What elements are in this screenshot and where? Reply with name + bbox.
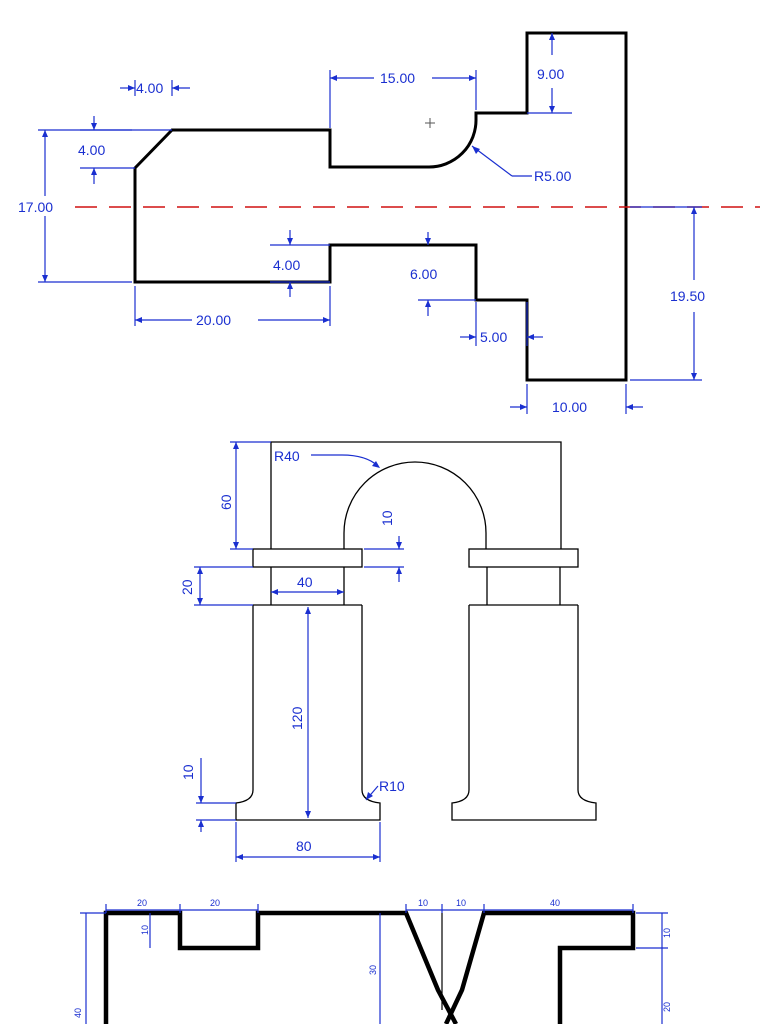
part-outline-1 (133, 31, 628, 382)
label-base-radius: R10 (379, 778, 405, 794)
label-top-height: 60 (218, 494, 234, 510)
label-d9: 10 (662, 928, 672, 938)
label-base-height: 10 (180, 764, 196, 780)
dim-flange-top: 9.00 (527, 33, 572, 114)
label-arch-radius: R40 (274, 448, 300, 464)
arc-center-mark (425, 118, 435, 128)
dim-right-column: 10 20 (636, 912, 672, 1024)
dim-left-height: 17.00 (18, 129, 132, 283)
label-d6: 10 (140, 925, 150, 935)
dim-top-chamfer-width: 4.00 (120, 80, 190, 96)
label-top-chamfer-width: 4.00 (136, 80, 163, 96)
label-notch-height: 6.00 (410, 266, 437, 282)
dim-arch-radius: R40 (274, 448, 380, 468)
dim-column-height: 120 (289, 607, 311, 818)
dim-cap-height: 20 (179, 566, 253, 606)
label-d2: 20 (210, 898, 220, 908)
label-chamfer-height: 4.00 (78, 142, 105, 158)
arch-outline (235, 441, 597, 821)
label-d4: 10 (456, 898, 466, 908)
label-notch-width: 5.00 (480, 329, 507, 345)
label-base-width: 80 (296, 838, 312, 854)
label-d3: 10 (418, 898, 428, 908)
dim-neck-width: 40 (271, 574, 344, 595)
dim-top-row: 20 20 10 10 40 (105, 898, 634, 913)
label-d1: 20 (137, 898, 147, 908)
dim-notch-10: 10 (140, 913, 151, 948)
dim-40-left: 40 (73, 912, 106, 1024)
dim-fillet-radius: R5.00 (471, 145, 572, 184)
dim-flange-width: 10.00 (510, 384, 643, 415)
drawing-2: R40 60 10 20 (179, 441, 597, 862)
label-step-height: 4.00 (273, 257, 300, 273)
label-cap-height: 20 (179, 579, 195, 595)
label-cap-gap: 10 (379, 510, 395, 526)
dim-step-height: 4.00 (270, 230, 330, 297)
dim-top-height: 60 (218, 441, 271, 550)
label-d7: 30 (368, 965, 378, 975)
label-right-height: 19.50 (670, 288, 705, 304)
label-column-height: 120 (289, 706, 305, 730)
dim-base-radius: R10 (365, 778, 405, 801)
label-lower-length: 20.00 (196, 312, 231, 328)
dim-base-width: 80 (235, 822, 381, 862)
label-flange-width: 10.00 (552, 399, 587, 415)
dim-notch-height: 6.00 (410, 232, 476, 316)
drawing-3: 20 20 10 10 40 10 30 40 10 20 (73, 898, 672, 1024)
label-d8: 40 (73, 1008, 83, 1018)
label-fillet-radius: R5.00 (534, 168, 572, 184)
dim-notch-width: 5.00 (460, 302, 543, 346)
label-d5: 40 (550, 898, 560, 908)
dim-base-height: 10 (180, 758, 236, 832)
dim-slot-width: 15.00 (329, 70, 477, 128)
dim-right-height: 19.50 (630, 206, 705, 381)
drawing-1: 4.00 4.00 15.00 (18, 31, 760, 415)
dim-lower-length: 20.00 (134, 286, 331, 328)
dim-cap-gap: 10 (364, 510, 404, 582)
dim-30: 30 (368, 913, 381, 1024)
label-left-height: 17.00 (18, 199, 53, 215)
label-d10: 20 (662, 1002, 672, 1012)
dim-chamfer-height: 4.00 (78, 116, 172, 184)
label-slot-width: 15.00 (380, 70, 415, 86)
label-neck-width: 40 (297, 574, 313, 590)
label-flange-top: 9.00 (537, 66, 564, 82)
